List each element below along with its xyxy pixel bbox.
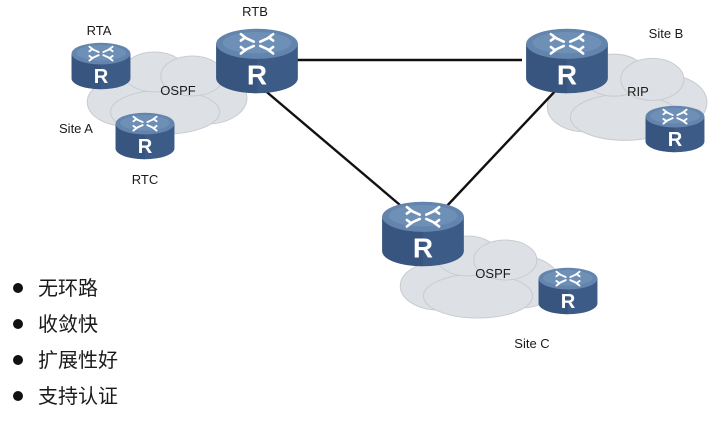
feature-item: 扩展性好 <box>10 342 118 378</box>
label-site-a: Site A <box>59 121 93 136</box>
feature-list: 无环路 收敛快 扩展性好 支持认证 <box>10 270 118 414</box>
bullet-dot-icon <box>13 283 23 293</box>
bullet-dot-icon <box>13 391 23 401</box>
bullet-dot-icon <box>13 319 23 329</box>
feature-text: 扩展性好 <box>38 348 118 372</box>
router-rtb-icon <box>214 27 300 95</box>
label-site-c: Site C <box>514 336 549 351</box>
label-rta: RTA <box>87 23 112 38</box>
router-siteb-edge-icon <box>644 104 706 154</box>
label-protocol-a: OSPF <box>160 83 195 98</box>
label-rtc: RTC <box>132 172 158 187</box>
feature-text: 支持认证 <box>38 384 118 408</box>
label-site-b: Site B <box>649 26 684 41</box>
feature-item: 支持认证 <box>10 378 118 414</box>
feature-text: 无环路 <box>38 276 98 300</box>
label-rtb: RTB <box>242 4 268 19</box>
router-sitec-icon <box>380 200 466 268</box>
bullet-dot-icon <box>13 355 23 365</box>
label-protocol-c: OSPF <box>475 266 510 281</box>
link-rtb-sitec <box>261 87 401 206</box>
router-rtc-icon <box>114 111 176 161</box>
router-siteb-icon <box>524 27 610 95</box>
router-rta-icon <box>70 41 132 91</box>
feature-text: 收敛快 <box>38 312 98 336</box>
router-sitec-edge-icon <box>537 266 599 316</box>
feature-item: 收敛快 <box>10 306 118 342</box>
label-protocol-b: RIP <box>627 84 649 99</box>
feature-item: 无环路 <box>10 270 118 306</box>
link-siteb-sitec <box>444 87 559 209</box>
